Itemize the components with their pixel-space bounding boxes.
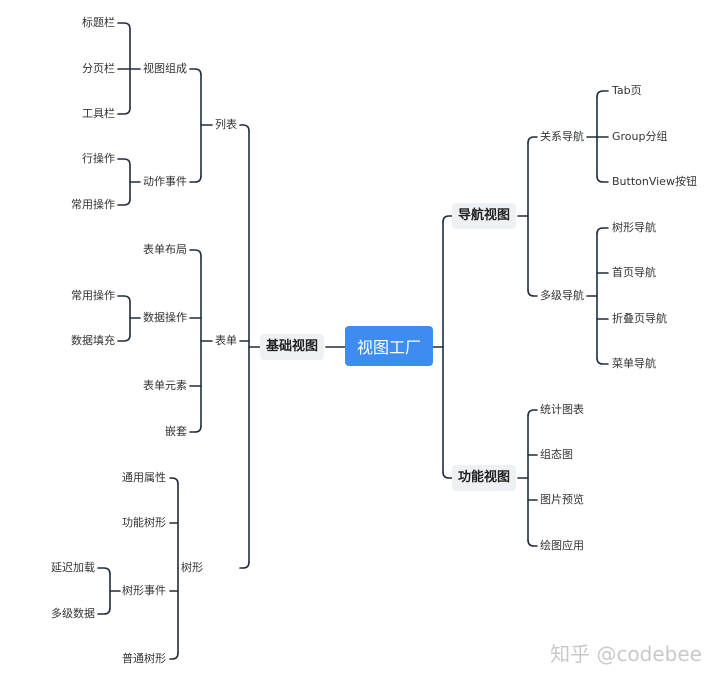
- node-basic-view: 基础视图: [260, 334, 325, 360]
- node-nav-view: 导航视图: [452, 203, 517, 229]
- node-buttonview: ButtonView按钮: [612, 175, 697, 188]
- node-tree-nav: 树形导航: [612, 221, 656, 234]
- connector-line: [189, 425, 202, 433]
- node-group: Group分组: [612, 130, 668, 143]
- node-view-composition: 视图组成: [143, 62, 187, 75]
- connector-line: [97, 567, 111, 575]
- node-tree: 树形: [181, 561, 203, 574]
- connector-line: [189, 68, 202, 76]
- node-multilevel-data: 多级数据: [51, 607, 95, 620]
- node-image-preview: 图片预览: [540, 493, 584, 506]
- connector-line: [596, 175, 609, 183]
- node-form: 表单: [215, 334, 237, 347]
- node-paging-bar: 分页栏: [82, 62, 115, 75]
- node-nesting: 嵌套: [165, 425, 187, 438]
- connector-line: [189, 249, 202, 257]
- node-data-ops: 数据操作: [143, 311, 187, 324]
- node-relation-nav: 关系导航: [540, 130, 584, 143]
- node-action-events: 动作事件: [143, 175, 187, 188]
- node-tab-page: Tab页: [612, 84, 642, 97]
- node-common-props: 通用属性: [122, 471, 166, 484]
- connector-line: [239, 124, 250, 132]
- connector-line: [169, 477, 179, 485]
- connector-line: [117, 22, 131, 30]
- node-form-layout: 表单布局: [143, 243, 187, 256]
- connector-line: [527, 539, 538, 547]
- node-functional-tree: 功能树形: [122, 516, 166, 529]
- node-common-ops: 常用操作: [71, 198, 115, 211]
- connector-line: [117, 158, 131, 166]
- connector-line: [117, 295, 131, 303]
- node-fold-nav: 折叠页导航: [612, 312, 667, 325]
- node-form-elements: 表单元素: [143, 379, 187, 392]
- node-title-bar: 标题栏: [82, 16, 115, 29]
- connector-line: [527, 289, 538, 297]
- node-config-diagram: 组态图: [540, 448, 573, 461]
- watermark: 知乎 @codebee: [550, 642, 702, 666]
- connector-line: [527, 409, 538, 417]
- node-row-ops: 行操作: [82, 152, 115, 165]
- node-form-common-ops: 常用操作: [71, 289, 115, 302]
- connector-line: [596, 227, 609, 235]
- node-plain-tree: 普通树形: [122, 652, 166, 665]
- node-menu-nav: 菜单导航: [612, 357, 656, 370]
- connector-line: [97, 607, 111, 615]
- connector-line: [442, 471, 453, 479]
- root-node: 视图工厂: [345, 326, 433, 366]
- node-lazy-load: 延迟加载: [51, 561, 95, 574]
- node-tool-bar: 工具栏: [82, 107, 115, 120]
- connector-line: [527, 136, 538, 144]
- node-tree-events: 树形事件: [122, 584, 166, 597]
- connector-line: [117, 198, 131, 206]
- connector-line: [117, 334, 131, 342]
- connector-line: [239, 561, 250, 569]
- connector-line: [596, 90, 609, 98]
- node-function-view: 功能视图: [452, 465, 517, 491]
- node-stat-chart: 统计图表: [540, 403, 584, 416]
- connector-line: [596, 357, 609, 365]
- node-home-nav: 首页导航: [612, 266, 656, 279]
- node-multilevel-nav: 多级导航: [540, 289, 584, 302]
- node-data-fill: 数据填充: [71, 334, 115, 347]
- connector-line: [189, 175, 202, 183]
- connector-line: [117, 107, 131, 115]
- connector-line: [169, 652, 179, 660]
- connector-line: [442, 215, 453, 223]
- node-list: 列表: [215, 118, 237, 131]
- node-drawing-app: 绘图应用: [540, 539, 584, 552]
